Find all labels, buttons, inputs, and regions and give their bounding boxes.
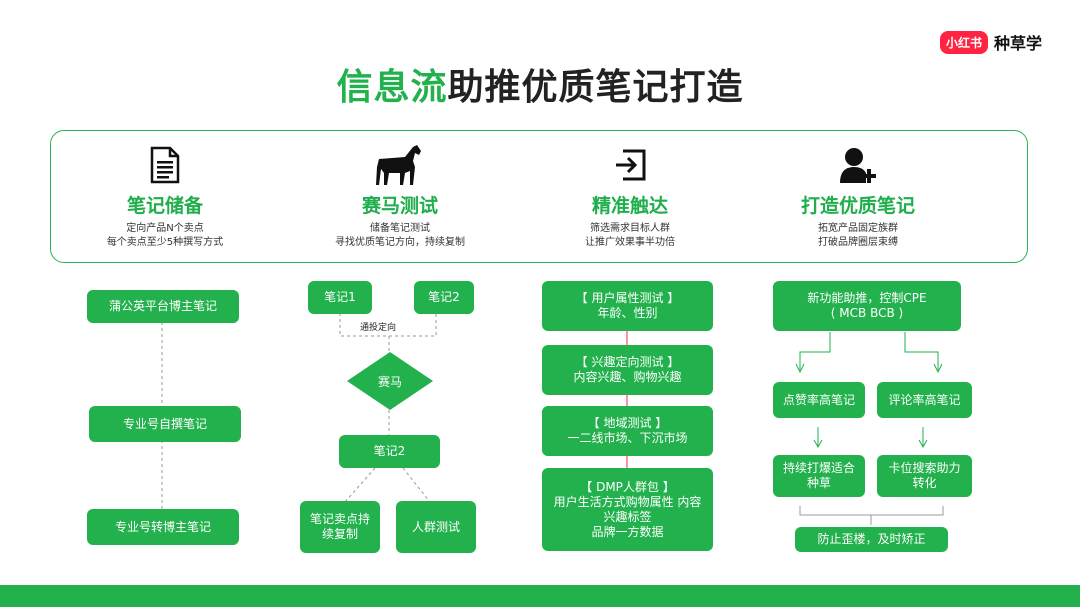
- col2-targeting-label: 通投定向: [360, 323, 397, 333]
- feature-desc-1: 筛选需求目标人群: [590, 223, 670, 234]
- horse-icon: [280, 143, 520, 187]
- logo-badge: 小红书: [940, 30, 989, 54]
- feature-quality-notes: 打造优质笔记 拓宽产品固定族群 打破品牌圈层束缚: [738, 143, 978, 250]
- col3-box-title: 【 DMP人群包 】: [580, 479, 675, 494]
- col3-box-detail: 一二线市场、下沉市场: [567, 431, 688, 445]
- feature-desc-1: 定向产品N个卖点: [126, 223, 204, 234]
- feature-precise-reach: 精准触达 筛选需求目标人群 让推广效果事半功倍: [510, 143, 750, 250]
- col3-box-detail-2: 品牌一方数据: [591, 524, 664, 539]
- col3-box-detail: 年龄、性别: [597, 306, 658, 320]
- feature-heading: 打造优质笔记: [800, 195, 915, 217]
- col2-race-label: 赛马: [377, 374, 402, 389]
- page-title: 信息流助推优质笔记打造: [0, 58, 1080, 110]
- col2-note-3: 笔记2: [339, 435, 440, 468]
- col4-top-line2: ( MCB BCB ): [830, 306, 904, 320]
- col4-box-search: 卡位搜索助力转化: [877, 455, 972, 497]
- feature-heading: 精准触达: [591, 195, 668, 217]
- feature-desc-2: 让推广效果事半功倍: [585, 237, 675, 248]
- col3-box-title: 【 兴趣定向测试 】: [575, 355, 680, 369]
- feature-race-test: 赛马测试 储备笔记测试 寻找优质笔记方向，持续复制: [280, 143, 520, 250]
- col4-box-seed: 持续打爆适合种草: [773, 455, 865, 497]
- feature-desc-2: 打破品牌圈层束缚: [818, 237, 898, 248]
- col3-box-title: 【 用户属性测试 】: [575, 291, 680, 305]
- feature-heading: 赛马测试: [361, 195, 438, 217]
- col4-box-new-feature: 新功能助推，控制CPE ( MCB BCB ): [773, 281, 961, 331]
- title-rest: 助推优质笔记打造: [447, 67, 744, 108]
- col2-leaf-audience: 人群测试: [396, 501, 476, 553]
- footer-bar: [0, 585, 1080, 607]
- brand-logo: 小红书 种草学: [940, 30, 1042, 54]
- col4-box-likes: 点赞率高笔记: [773, 382, 865, 418]
- login-arrow-icon: [510, 143, 750, 187]
- col1-box-converted: 专业号转博主笔记: [87, 509, 239, 545]
- add-user-icon: [738, 143, 978, 187]
- feature-note-reserve: 笔记储备 定向产品N个卖点 每个卖点至少5种撰写方式: [45, 143, 285, 250]
- col3-box-detail: 用户生活方式购物属性 内容兴趣标签: [553, 494, 702, 524]
- col4-box-comments: 评论率高笔记: [877, 382, 972, 418]
- feature-desc-2: 每个卖点至少5种撰写方式: [106, 237, 224, 248]
- feature-desc-1: 拓宽产品固定族群: [818, 223, 898, 234]
- features-panel: [50, 130, 1028, 263]
- feature-desc-1: 储备笔记测试: [370, 223, 430, 234]
- col2-note-1: 笔记1: [308, 281, 372, 314]
- col3-box-detail: 内容兴趣、购物兴趣: [573, 370, 682, 384]
- col3-box-region: 【 地域测试 】 一二线市场、下沉市场: [542, 406, 713, 456]
- col4-box-correct: 防止歪楼，及时矫正: [795, 527, 948, 552]
- logo-text: 种草学: [994, 34, 1043, 53]
- col3-box-title: 【 地域测试 】: [587, 416, 668, 430]
- col3-box-interest: 【 兴趣定向测试 】 内容兴趣、购物兴趣: [542, 345, 713, 395]
- col3-box-user-attr: 【 用户属性测试 】 年龄、性别: [542, 281, 713, 331]
- col4-top-line1: 新功能助推，控制CPE: [807, 291, 927, 305]
- col3-box-dmp: 【 DMP人群包 】 用户生活方式购物属性 内容兴趣标签 品牌一方数据: [542, 468, 713, 551]
- feature-desc-2: 寻找优质笔记方向，持续复制: [335, 237, 465, 248]
- document-icon: [45, 143, 285, 187]
- col2-leaf-replicate: 笔记卖点持续复制: [300, 501, 380, 553]
- col2-note-2: 笔记2: [414, 281, 474, 314]
- col1-box-dandelion: 蒲公英平台博主笔记: [87, 290, 239, 323]
- title-highlight: 信息流: [336, 67, 448, 108]
- col1-box-self-written: 专业号自撰笔记: [89, 406, 241, 442]
- feature-heading: 笔记储备: [126, 195, 203, 217]
- col2-race-diamond: 赛马: [347, 352, 433, 410]
